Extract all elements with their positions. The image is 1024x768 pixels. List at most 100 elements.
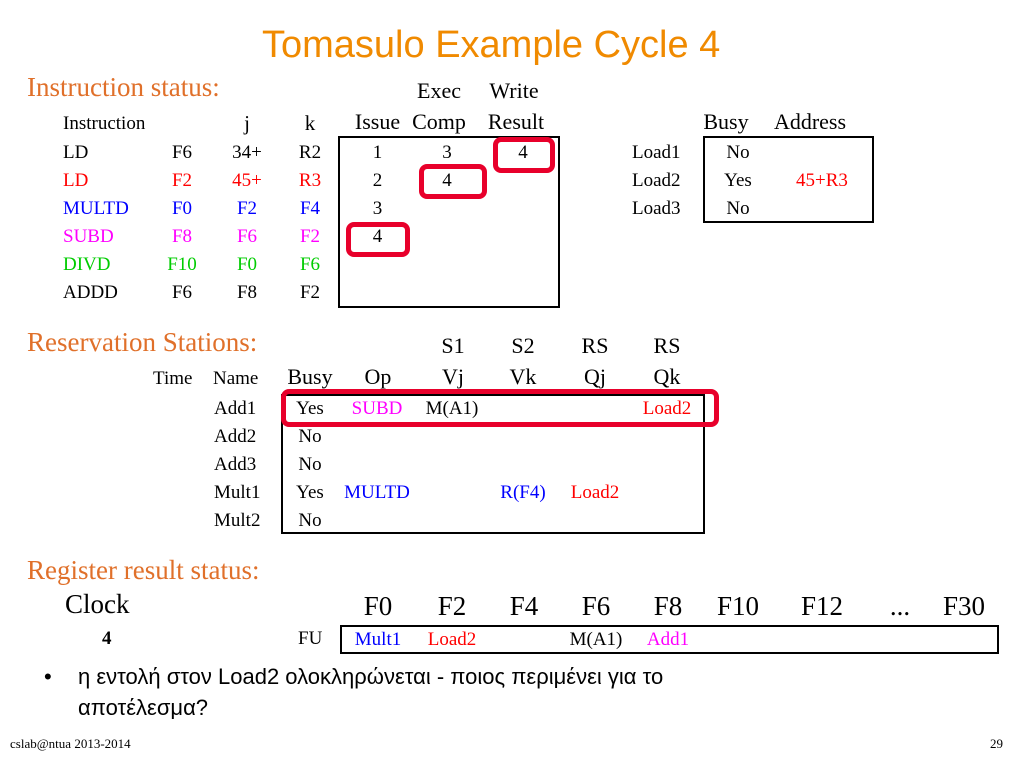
load-buffer-address: 45+R3 [796, 170, 848, 191]
instr-op: DIVD [63, 254, 111, 275]
load-buffer-name: Load1 [632, 142, 681, 163]
rs-qj: Load2 [570, 482, 620, 503]
s2-header: S2 [511, 333, 535, 358]
instr-j: F8 [236, 282, 258, 303]
register-name: ... [889, 591, 911, 621]
instr-issue: 4 [372, 226, 383, 247]
instr-issue: 1 [372, 142, 383, 163]
register-name: F6 [581, 591, 611, 621]
footer-left: cslab@ntua 2013-2014 [10, 736, 131, 751]
clock-value: 4 [102, 628, 112, 649]
instr-exec-comp: 4 [442, 170, 452, 191]
rs-name: Add2 [214, 426, 257, 447]
load-buffer-name: Load3 [632, 198, 681, 219]
register-name: F12 [800, 591, 844, 621]
instr-op: LD [63, 170, 89, 191]
rs-qk: Load2 [642, 398, 692, 419]
rs-qk-header-top: RS [653, 333, 681, 358]
exec-header-bottom: Comp [412, 109, 466, 134]
load-buffer-busy: No [726, 198, 750, 219]
highlight-write-ld1 [493, 137, 555, 173]
register-name: F2 [437, 591, 467, 621]
rs-name: Mult1 [214, 482, 261, 503]
instr-k: R3 [298, 170, 322, 191]
busy-header: Busy [287, 364, 333, 389]
issue-header: Issue [354, 109, 401, 134]
load-address-header: Address [773, 109, 847, 134]
instr-j: F2 [236, 198, 258, 219]
vk-header: Vk [509, 364, 537, 389]
instr-op: LD [63, 142, 89, 163]
rs-name: Add3 [214, 454, 257, 475]
highlight-add1-row [281, 389, 719, 427]
register-name: F30 [942, 591, 986, 621]
rs-op: MULTD [344, 482, 410, 503]
register-name: F4 [509, 591, 539, 621]
instruction-status-label: Instruction status: [27, 72, 220, 102]
instr-j: 45+ [232, 170, 262, 191]
instruction-header: Instruction [63, 113, 146, 134]
instr-k: F4 [299, 198, 321, 219]
time-header: Time [153, 368, 193, 389]
k-header: k [304, 111, 316, 135]
op-header: Op [364, 364, 392, 389]
instr-dest-reg: F6 [171, 142, 193, 163]
instruction-status-box [338, 136, 560, 308]
reservation-stations-label: Reservation Stations: [27, 327, 258, 357]
register-name: F0 [363, 591, 393, 621]
instr-dest-reg: F2 [171, 170, 193, 191]
load-buffer-busy: Yes [724, 170, 752, 191]
instr-op: MULTD [63, 198, 129, 219]
reservation-stations-box [281, 394, 705, 534]
rs-name: Mult2 [214, 510, 261, 531]
register-name: F10 [716, 591, 760, 621]
j-header: j [244, 111, 250, 135]
rs-busy: Yes [296, 482, 324, 503]
s1-header: S1 [441, 333, 465, 358]
rs-busy: No [298, 454, 322, 475]
load-buffer-name: Load2 [632, 170, 681, 191]
bullet-text-line2: αποτέλεσμα? [78, 695, 209, 720]
rs-vj: M(A1) [425, 398, 479, 419]
register-fu: Add1 [646, 629, 690, 650]
instr-k: F2 [299, 282, 321, 303]
instr-k: F2 [299, 226, 321, 247]
load-busy-header: Busy [703, 109, 749, 134]
qk-header: Qk [653, 364, 681, 389]
register-name: F8 [653, 591, 683, 621]
register-status-label: Register result status: [27, 555, 260, 585]
instr-j: 34+ [232, 142, 262, 163]
register-status-box [340, 625, 999, 654]
qj-header: Qj [584, 364, 606, 389]
rs-busy: No [298, 426, 322, 447]
rs-vk: R(F4) [500, 482, 546, 503]
instr-op: ADDD [63, 282, 118, 303]
bullet-glyph: • [44, 664, 52, 689]
footer-page-number: 29 [990, 736, 1003, 751]
write-header-top: Write [489, 78, 539, 103]
fu-label: FU [298, 628, 323, 649]
instr-k: F6 [299, 254, 321, 275]
instr-op: SUBD [63, 226, 114, 247]
rs-qj-header-top: RS [581, 333, 609, 358]
highlight-exec-ld2 [419, 164, 487, 199]
instr-k: R2 [298, 142, 322, 163]
instr-issue: 2 [372, 170, 383, 191]
instr-dest-reg: F8 [171, 226, 193, 247]
rs-op: SUBD [351, 398, 403, 419]
slide-title: Tomasulo Example Cycle 4 [262, 24, 721, 66]
load-buffer-box [703, 136, 874, 223]
instr-dest-reg: F6 [171, 282, 193, 303]
register-fu: M(A1) [569, 629, 623, 650]
register-fu: Load2 [427, 629, 477, 650]
rs-busy: Yes [296, 398, 324, 419]
instr-dest-reg: F10 [167, 254, 197, 275]
name-header: Name [213, 368, 259, 389]
highlight-issue-subd [346, 222, 410, 257]
register-fu: Mult1 [354, 629, 402, 650]
rs-name: Add1 [214, 398, 257, 419]
load-buffer-busy: No [726, 142, 750, 163]
rs-busy: No [298, 510, 322, 531]
exec-header-top: Exec [417, 78, 461, 103]
instr-j: F6 [236, 226, 258, 247]
